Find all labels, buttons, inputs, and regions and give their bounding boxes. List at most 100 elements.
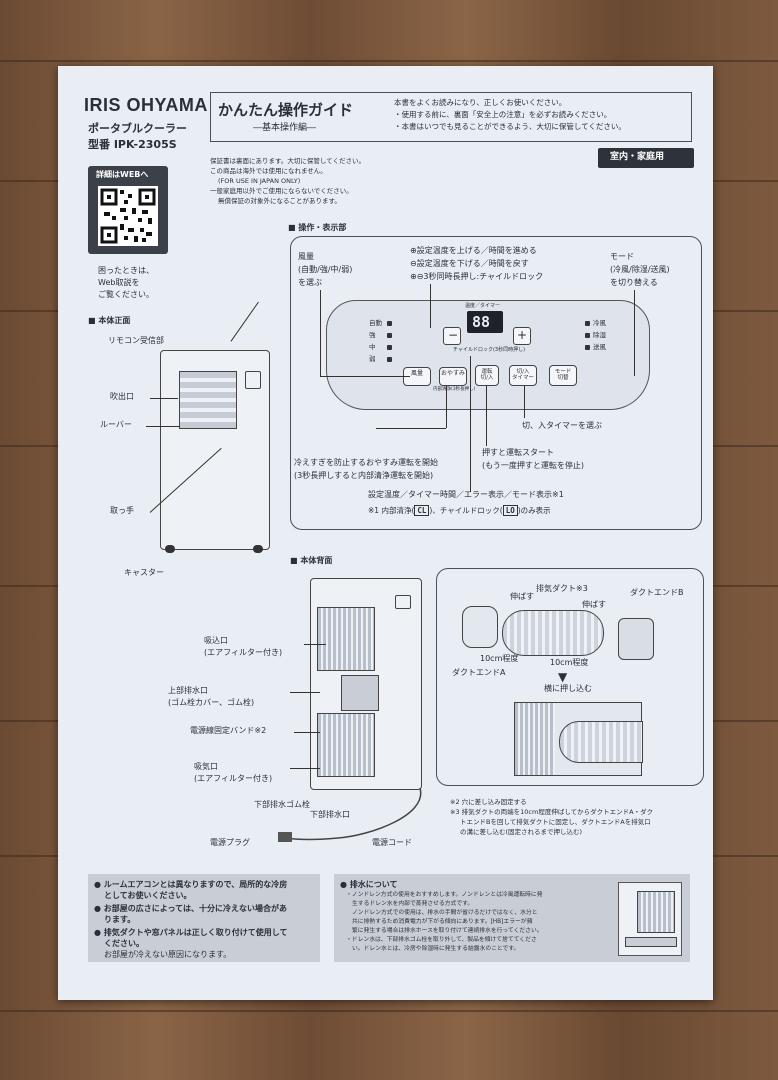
sleep-button[interactable]: おやすみ (439, 367, 467, 386)
back-cord: 電源コード (372, 838, 412, 847)
leader-sleep-h (376, 428, 446, 429)
exhaust-duct-drawing (502, 610, 604, 656)
back-intake-2-sub: (エアフィルター付き) (194, 774, 273, 783)
push-label: 横に押し込む (544, 684, 592, 693)
drain-line-6: ・ドレン水は、下部排水ゴム栓を取り外して、製品を傾けて捨ててくださ (346, 937, 537, 943)
leader-display (470, 356, 471, 492)
web-label: 詳細はWEBへ (96, 170, 149, 179)
tilted-unit (637, 891, 675, 933)
led-auto (387, 321, 392, 326)
caution-left-5: ● 排気ダクトや窓パネルは正しく取り付けて使用して (94, 928, 288, 937)
power-cord-drawing (278, 787, 422, 842)
notice-1: 保証書は裏面にあります。大切に保管してください。 (210, 157, 365, 165)
display-digits: 88 (472, 313, 491, 331)
control-panel-drawing: 自動 強 中 弱 温度／タイマー 88 − + チャイルドロック(3秒同時押し)… (326, 300, 650, 410)
caution-box-left: ● ルームエアコンとは異なりますので、局所的な冷房 としてお使いください。 ● … (88, 874, 320, 962)
front-label-handle: 取っ手 (110, 506, 134, 515)
front-label-outlet: 吹出口 (110, 392, 134, 401)
back-plug: 電源プラグ (210, 838, 250, 847)
duct-end-a-label: ダクトエンドA (452, 668, 506, 677)
child-lock-label: ⊕⊖3秒同時長押し:チャイルドロック (410, 272, 544, 281)
fan-label-1: 風量 (298, 252, 314, 261)
drain-tray (625, 937, 677, 947)
back-intake-2: 吸気口 (194, 762, 218, 771)
led-fan (585, 345, 590, 350)
caution-left-2: としてお使いください。 (104, 891, 192, 900)
timer-button[interactable]: 切/入 タイマー (509, 365, 537, 386)
handle (245, 371, 261, 389)
caster-right (253, 545, 263, 553)
temp-down-button[interactable]: − (443, 327, 461, 345)
back-intake-1: 吸込口 (204, 636, 228, 645)
mode-button[interactable]: モード 切替 (549, 365, 577, 386)
display-caption: 温度／タイマー (465, 303, 501, 309)
led-label-low: 弱 (369, 355, 376, 363)
led-high (387, 333, 392, 338)
led-label-high: 強 (369, 331, 376, 339)
notice-4: 一般家庭用以外でご使用にならないでください。 (210, 187, 353, 195)
timer-select-label: 切、入タイマーを選ぶ (522, 421, 602, 430)
intake-filter-bottom (317, 713, 375, 777)
back-drain-top-sub: (ゴム栓カバー、ゴム栓) (168, 698, 255, 707)
led-label-fanmode: 送風 (593, 343, 606, 351)
header-line-2: ・使用する前に、裏面「安全上の注意」を必ずお読みください。 (394, 110, 612, 119)
caster-left (165, 545, 175, 553)
power-label-1: 押すと運転スタート (482, 448, 554, 457)
duct-box (436, 568, 704, 786)
led-cool (585, 321, 590, 326)
sleep-label-1: 冷えすぎを防止するおやすみ運転を開始 (294, 458, 438, 467)
caution-left-7: お部屋が冷えない原因になります。 (104, 950, 232, 959)
usage-badge: 室内・家庭用 (598, 148, 694, 168)
qr-code-icon[interactable] (98, 186, 158, 246)
duct-install-drawing (514, 702, 643, 776)
leader-temp (430, 284, 431, 328)
temp-up-button[interactable]: + (513, 327, 531, 345)
leader-fan (320, 290, 321, 376)
mode-label-3: を切り替える (610, 278, 658, 287)
duct-note-1: ※2 穴に差し込み固定する (450, 798, 527, 806)
stretch-label-2: 伸ばす (582, 600, 606, 609)
down-arrow-icon: ▼ (558, 670, 568, 684)
back-cord-band: 電源線固定バンド※2 (190, 726, 267, 735)
fan-speed-button[interactable]: 風量 (403, 367, 431, 386)
panel-section-heading: ■ 操作・表示部 (288, 223, 347, 232)
notice-3: (FOR USE IN JAPAN ONLY) (218, 177, 301, 185)
back-drain-bottom: 下部排水口 (310, 810, 350, 819)
temperature-display: 88 (467, 311, 503, 333)
header-box (210, 92, 692, 142)
drain-illustration (618, 882, 682, 956)
drain-line-1: ・ノンドレン方式の使用をおすすめします。ノンドレンとは冷風運転時に発 (346, 892, 543, 898)
front-section-heading: ■ 本体正面 (88, 316, 131, 325)
leader-timer (524, 386, 525, 418)
duct-end-a-drawing (462, 606, 498, 648)
duct-note-4: の溝に差し込む(固定されるまで押し込む) (460, 828, 583, 836)
led-low (387, 357, 392, 362)
drain-title: ● 排水について (340, 880, 398, 889)
header-line-3: ・本書はいつでも見ることができるよう、大切に保管してください。 (394, 122, 626, 131)
power-button[interactable]: 運転 切/入 (475, 365, 499, 386)
display-description: 設定温度／タイマー時間／エラー表示／モード表示※1 (368, 490, 564, 499)
brand-logo: IRIS OHYAMA (84, 95, 208, 115)
back-drain-top: 上部排水口 (168, 686, 208, 695)
mode-label-1: モード (610, 252, 634, 261)
drain-line-7: い。ドレン水とは、冷房や除湿時に発生する結露水のことです。 (352, 946, 520, 952)
web-caption-3: ご覧ください。 (98, 290, 154, 299)
leader-band (294, 732, 320, 733)
guide-subtitle: ―基本操作編― (253, 123, 317, 133)
web-box: 詳細はWEBへ (88, 166, 168, 254)
leader-power (486, 386, 487, 446)
duct-note-2: ※3 排気ダクトの両端を10cm程度伸ばしてからダクトエンドA・ダク (450, 808, 654, 816)
web-caption-2: Web取説を (98, 278, 140, 287)
header-line-1: 本書をよくお読みになり、正しくお使いください。 (394, 98, 567, 107)
panel-footnote: ※1 内部清浄(CL)、チャイルドロック(LO)のみ表示 (368, 505, 551, 516)
temp-down-label: ⊖設定温度を下げる／時間を戻す (410, 259, 529, 268)
leader-drain-top (290, 692, 320, 693)
caution-left-1: ● ルームエアコンとは異なりますので、局所的な冷房 (94, 880, 288, 889)
back-handle (395, 595, 411, 609)
led-label-dry: 除湿 (593, 331, 606, 339)
led-label-mid: 中 (369, 343, 376, 351)
drain-line-4: 共に排熱するため消費電力が下がる傾向にあります。[HB]エラーが頻 (352, 919, 533, 925)
intake-filter-top (317, 607, 375, 671)
drain-line-3: ノンドレン方式での使用は、排水の手間が省けるだけではなく、水分と (352, 910, 538, 916)
installed-duct (559, 721, 643, 763)
